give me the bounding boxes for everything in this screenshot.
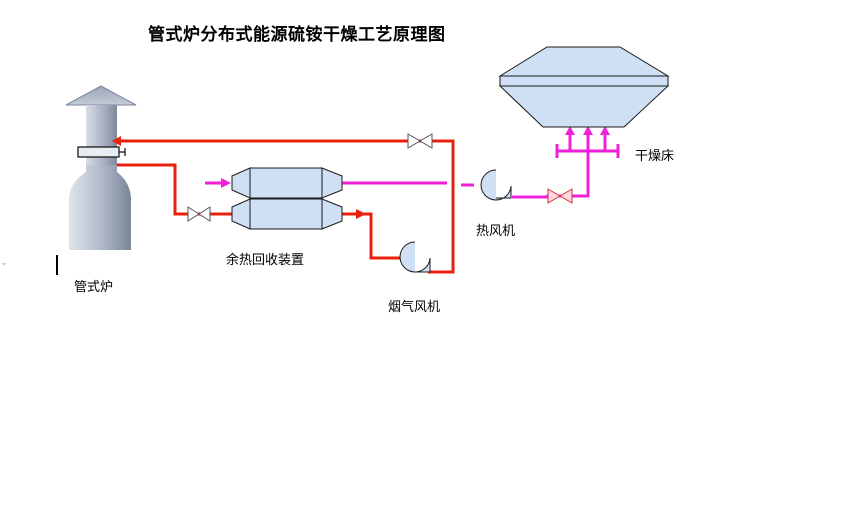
dryer-bed-label: 干燥床 [635, 149, 675, 164]
distributor-arrow-1 [565, 126, 575, 135]
flue-outlet-arrow [356, 209, 366, 219]
edge-chevron-icon: ⌄ [0, 258, 8, 268]
tube-furnace [65, 85, 137, 250]
text-cursor-icon [56, 255, 58, 275]
furnace-label: 管式炉 [74, 280, 114, 295]
flue-return-arrow [112, 136, 121, 146]
heat-recovery-unit [231, 167, 343, 230]
distributor-arrow-3 [600, 126, 610, 135]
hot-air-fan-label: 热风机 [476, 224, 516, 239]
hot-air-inlet-arrow [221, 178, 231, 188]
valve-icon[interactable] [547, 188, 573, 204]
valve-icon[interactable] [187, 206, 211, 222]
dryer-bed [498, 46, 670, 128]
chimney-cap [65, 85, 137, 106]
flue-fan-label: 烟气风机 [388, 300, 441, 315]
heat-recovery-label: 余热回收装置 [226, 253, 305, 268]
page-title: 管式炉分布式能源硫铵干燥工艺原理图 [148, 25, 446, 45]
valve-icon[interactable] [407, 133, 433, 149]
flue-fan-icon [399, 241, 431, 273]
distributor-arrow-2 [583, 126, 593, 135]
hot-air-fan-icon [480, 169, 512, 201]
flue-collar [77, 146, 120, 158]
furnace-body [69, 165, 131, 250]
